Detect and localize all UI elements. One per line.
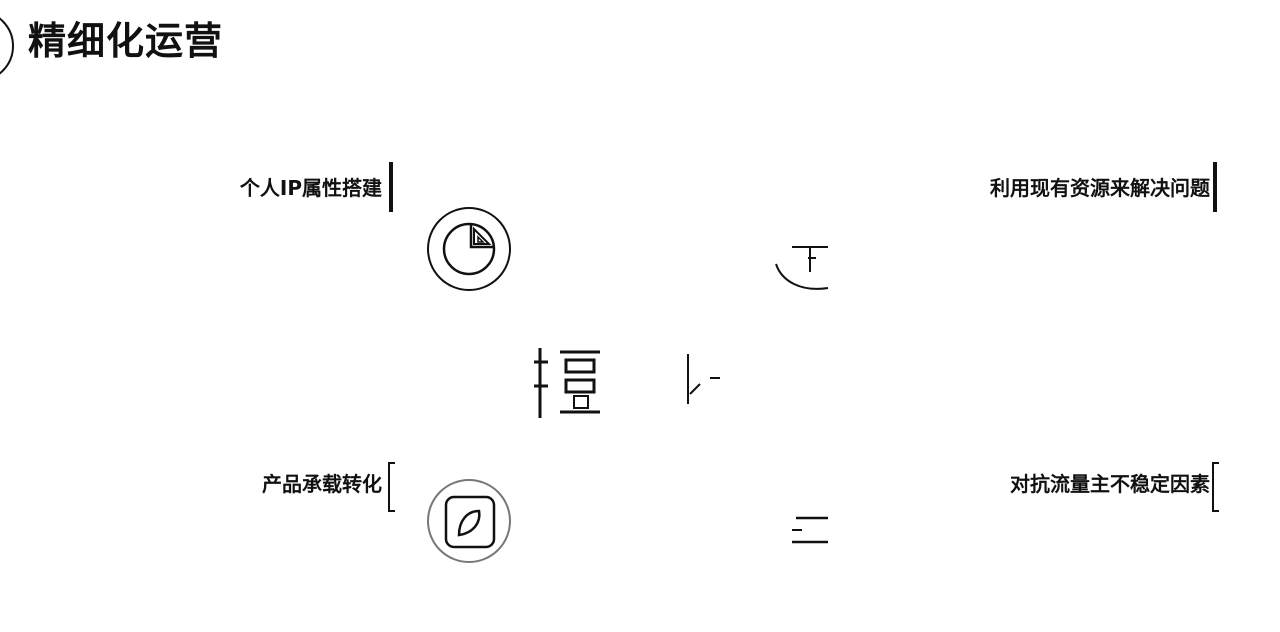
label-bottom-right: 对抗流量主不稳定因素 (1010, 472, 1210, 496)
header-circle-decoration (0, 10, 14, 82)
top-right-glyph-fragment (775, 246, 829, 290)
center-glyph-fragment (534, 348, 600, 418)
pie-chart-icon (442, 222, 496, 276)
page-title: 精细化运营 (28, 19, 224, 63)
leaf-icon (444, 495, 496, 549)
divider-bar-top-left (389, 162, 393, 212)
divider-bar-top-right (1213, 162, 1217, 212)
leaf-icon-ring (427, 479, 511, 563)
divider-bracket-bottom-right (1212, 462, 1219, 512)
center-stroke-fragment (687, 354, 720, 404)
label-top-left: 个人IP属性搭建 (239, 176, 382, 200)
divider-bracket-bottom-left (388, 462, 395, 512)
bottom-right-glyph-fragment (792, 516, 828, 544)
label-top-right: 利用现有资源来解决问题 (990, 176, 1210, 200)
label-bottom-left: 产品承载转化 (262, 472, 382, 496)
pie-chart-icon-ring (427, 207, 511, 291)
